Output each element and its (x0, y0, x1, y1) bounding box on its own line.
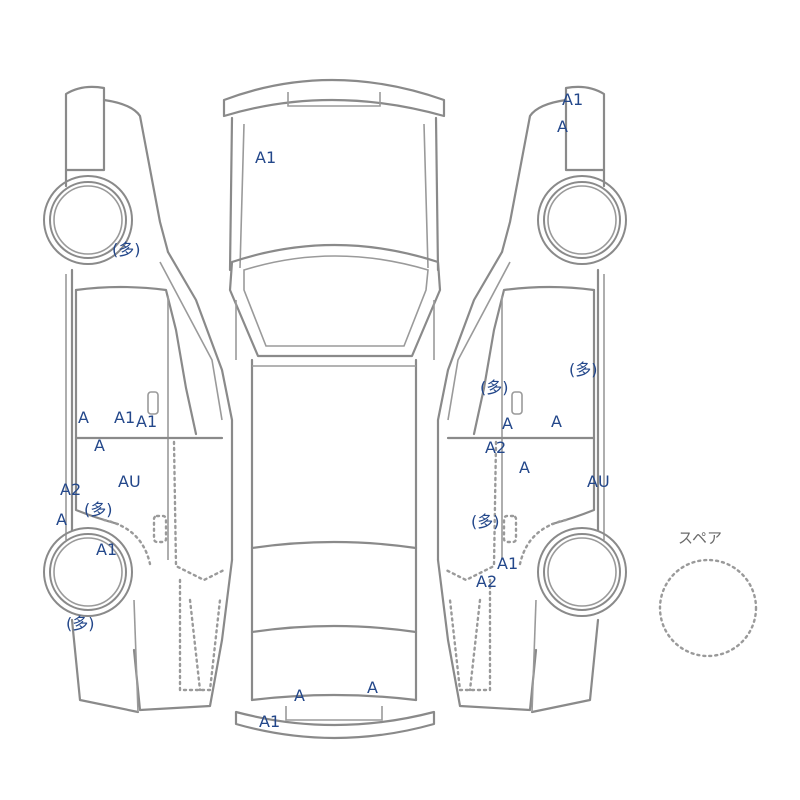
damage-mark: A2 (485, 438, 507, 457)
damage-mark: (多) (569, 360, 598, 379)
damage-mark: A1 (255, 148, 277, 167)
damage-mark: A1 (114, 408, 136, 427)
damage-mark: A2 (60, 480, 82, 499)
damage-mark: (多) (112, 240, 141, 259)
damage-mark: A (519, 458, 530, 477)
damage-mark: AU (587, 472, 610, 491)
damage-mark: A1 (562, 90, 584, 109)
damage-mark: A1 (259, 712, 281, 731)
damage-mark: (多) (480, 378, 509, 397)
left-side-view-car (43, 85, 234, 714)
damage-mark: A (557, 117, 568, 136)
damage-mark: A (78, 408, 89, 427)
damage-mark: A1 (497, 554, 519, 573)
damage-mark: A (56, 510, 67, 529)
damage-mark: (多) (66, 614, 95, 633)
damage-mark: A2 (476, 572, 498, 591)
damage-mark: A (294, 686, 305, 705)
damage-mark: A (502, 414, 513, 433)
damage-mark: A (551, 412, 562, 431)
damage-mark: A1 (96, 540, 118, 559)
top-view-car (222, 78, 446, 740)
right-side-view-car (436, 85, 627, 714)
spare-tire-icon (658, 558, 758, 658)
damage-mark: (多) (84, 500, 113, 519)
damage-mark: A1 (136, 412, 158, 431)
damage-mark: A (367, 678, 378, 697)
damage-mark: AU (118, 472, 141, 491)
damage-mark: A (94, 436, 105, 455)
spare-tire-label: スペア (678, 529, 722, 547)
damage-mark: (多) (471, 512, 500, 531)
